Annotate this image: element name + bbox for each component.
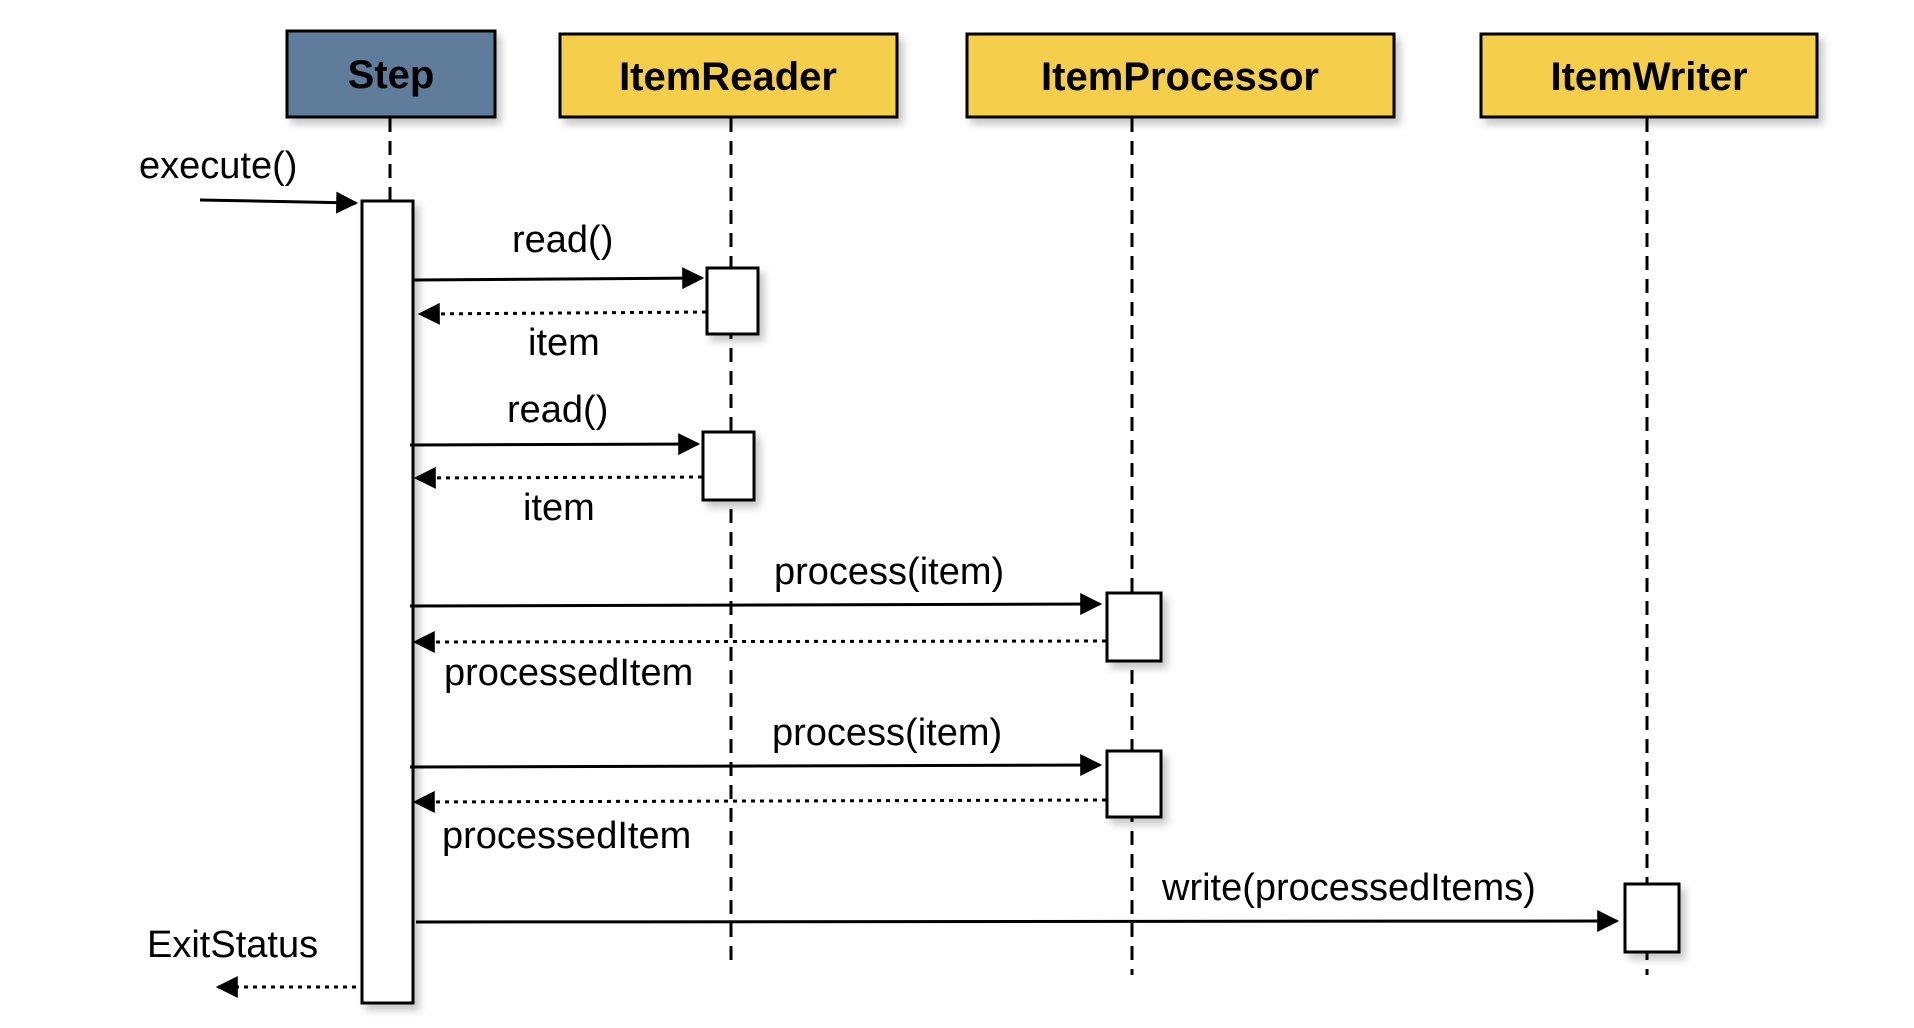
writer-activation	[1623, 882, 1681, 954]
processed-1-arrow	[412, 630, 1107, 653]
reader-participant: ItemReader	[558, 32, 899, 119]
read-1-label: read()	[512, 219, 613, 261]
step-participant: Step	[285, 29, 497, 119]
process-2-arrow	[409, 754, 1103, 777]
reader-participant-label: ItemReader	[619, 55, 837, 99]
process-1-label: process(item)	[774, 551, 1004, 593]
item-1-arrow	[417, 302, 707, 325]
writer-participant: ItemWriter	[1479, 32, 1819, 119]
item-2-label: item	[523, 487, 595, 529]
writer-participant-label: ItemWriter	[1550, 55, 1747, 99]
item-2-arrow	[413, 466, 703, 489]
write-label: write(processedItems)	[1161, 867, 1536, 909]
step-activation	[360, 199, 415, 1005]
processor-participant: ItemProcessor	[965, 32, 1396, 119]
processor-activation-1	[1105, 591, 1163, 663]
step-participant-label: Step	[348, 53, 435, 97]
item-1-label: item	[528, 322, 600, 364]
processor-activation-2	[1105, 749, 1163, 819]
processed-1-label: processedItem	[444, 652, 693, 694]
process-2-label: process(item)	[772, 712, 1002, 754]
exit-status-label: ExitStatus	[147, 924, 318, 966]
read-2-arrow	[409, 433, 701, 456]
execute-arrow	[199, 191, 359, 214]
write-arrow	[415, 910, 1620, 933]
reader-activation-1	[705, 266, 760, 336]
reader-activation-2	[701, 430, 756, 502]
read-1-arrow	[413, 267, 705, 290]
read-2-label: read()	[507, 389, 608, 431]
processed-2-label: processedItem	[442, 815, 691, 857]
processed-2-arrow	[412, 790, 1107, 813]
processor-participant-label: ItemProcessor	[1041, 55, 1319, 99]
execute-label: execute()	[139, 145, 297, 187]
process-1-arrow	[409, 593, 1103, 616]
